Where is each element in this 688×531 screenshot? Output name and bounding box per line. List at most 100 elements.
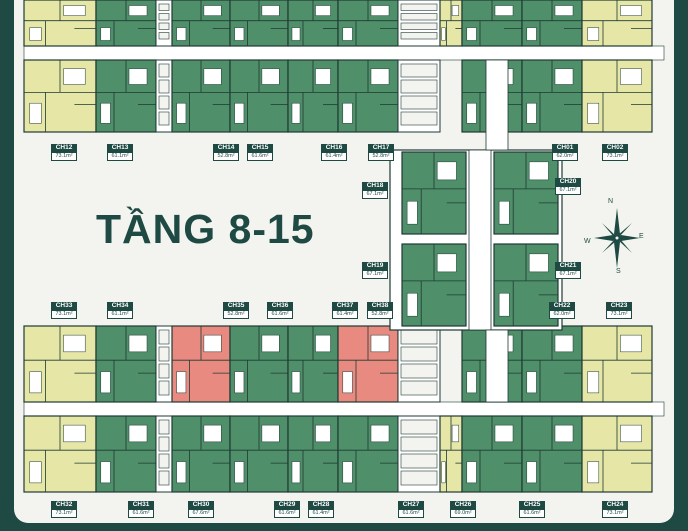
lift-shaft	[158, 3, 170, 11]
bed-furniture	[528, 253, 549, 273]
floor-plan-drawing	[23, 0, 665, 493]
bed-furniture	[203, 5, 222, 16]
lift-shaft	[400, 419, 438, 435]
lift-shaft	[158, 63, 170, 78]
lift-shaft	[400, 22, 438, 30]
lift-shaft	[158, 470, 170, 486]
lift-shaft	[158, 95, 170, 110]
bed-furniture	[261, 5, 280, 16]
sofa-furniture	[587, 27, 600, 41]
lift-shaft	[400, 470, 438, 486]
bed-furniture	[554, 334, 574, 353]
bed-furniture	[451, 5, 459, 16]
lift-shaft	[158, 380, 170, 396]
lift-shaft	[158, 13, 170, 21]
lift-shaft	[400, 3, 438, 11]
corridor	[23, 45, 665, 61]
lift-shaft	[158, 363, 170, 379]
lift-shaft	[400, 380, 438, 396]
lift-shaft	[158, 111, 170, 126]
central-corridor	[468, 149, 492, 331]
lift-shaft	[158, 22, 170, 30]
bed-furniture	[436, 161, 457, 181]
sofa-furniture	[466, 371, 477, 394]
floor-title: TẦNG 8-15	[96, 206, 315, 252]
bed-furniture	[528, 161, 549, 181]
sofa-furniture	[342, 102, 353, 124]
bed-furniture	[261, 334, 280, 353]
connector-corridor	[485, 59, 509, 151]
sofa-furniture	[29, 102, 42, 124]
bed-furniture	[315, 5, 331, 16]
bed-furniture	[370, 68, 390, 85]
sofa-furniture	[234, 461, 245, 484]
bed-furniture	[494, 5, 514, 16]
bed-furniture	[451, 424, 459, 443]
sofa-furniture	[29, 27, 42, 41]
sofa-furniture	[29, 371, 42, 394]
bed-furniture	[370, 334, 390, 353]
bed-furniture	[203, 334, 222, 353]
lift-shaft	[400, 363, 438, 379]
bed-furniture	[315, 68, 331, 85]
sofa-furniture	[342, 371, 353, 394]
compass-south: S	[616, 268, 621, 275]
sofa-furniture	[176, 461, 187, 484]
sofa-furniture	[234, 371, 245, 394]
lift-shaft	[400, 63, 438, 78]
sofa-furniture	[100, 371, 111, 394]
sofa-furniture	[406, 292, 418, 317]
lift-shaft	[400, 111, 438, 126]
bed-furniture	[620, 334, 642, 353]
lift-shaft	[400, 95, 438, 110]
sofa-furniture	[466, 27, 477, 41]
sofa-furniture	[587, 102, 600, 124]
bed-furniture	[370, 424, 390, 443]
sofa-furniture	[498, 292, 510, 317]
sofa-furniture	[176, 371, 187, 394]
sofa-furniture	[406, 200, 418, 225]
sofa-furniture	[526, 461, 537, 484]
sofa-furniture	[291, 102, 301, 124]
sofa-furniture	[498, 200, 510, 225]
sofa-furniture	[466, 102, 477, 124]
bed-furniture	[128, 5, 148, 16]
bed-furniture	[370, 5, 390, 16]
sofa-furniture	[441, 461, 446, 484]
sofa-furniture	[587, 371, 600, 394]
lift-shaft	[158, 453, 170, 469]
sofa-furniture	[291, 461, 301, 484]
bed-furniture	[128, 334, 148, 353]
connector-corridor	[485, 329, 509, 403]
sofa-furniture	[587, 461, 600, 484]
